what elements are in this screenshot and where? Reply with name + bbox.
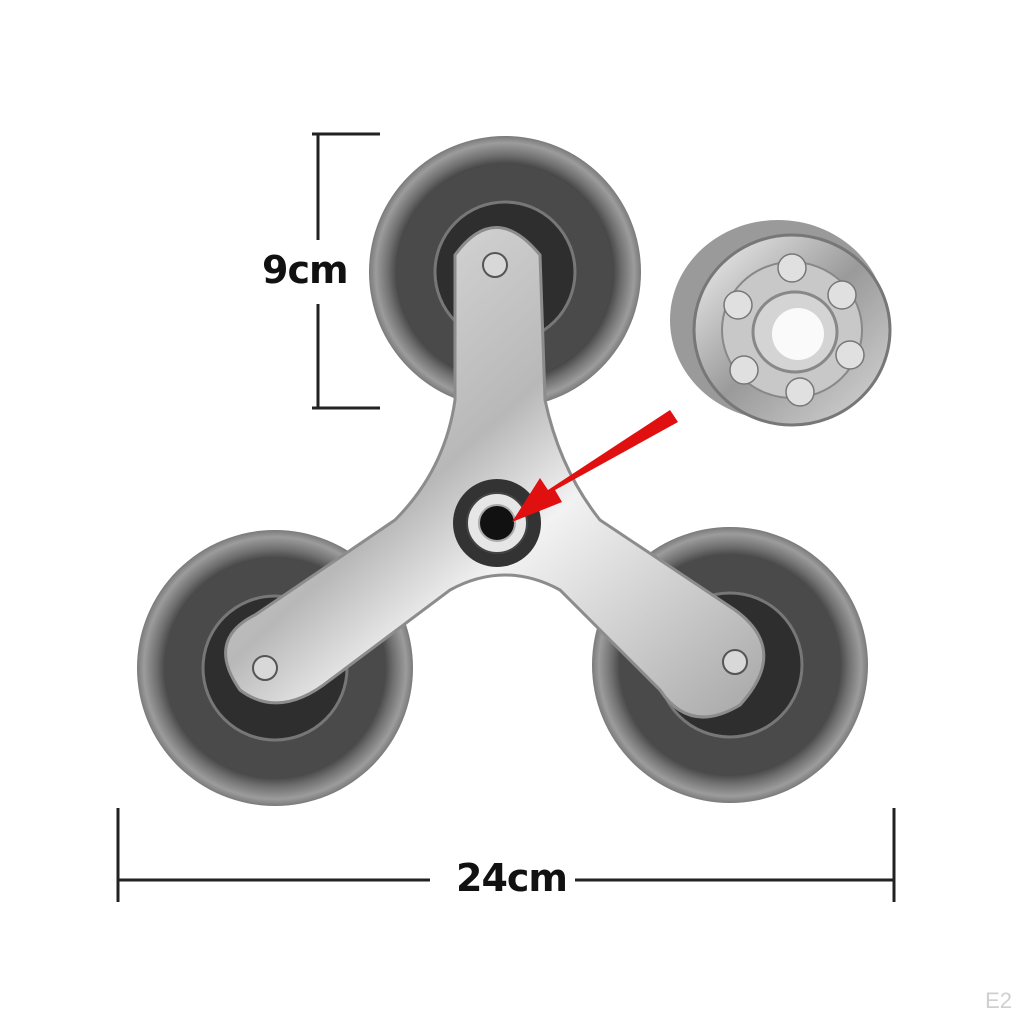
center-bearing: [453, 479, 541, 567]
inset-ball-bearing: [670, 220, 892, 427]
metal-frame: [224, 226, 766, 719]
height-dimension-line: [312, 132, 380, 410]
wheel-bolts: [252, 252, 748, 681]
pointer-arrow: [512, 410, 678, 522]
width-dimension-label: 24cm: [448, 856, 576, 900]
width-dimension-line: [116, 808, 896, 902]
height-dimension-label: 9cm: [262, 248, 349, 292]
watermark: E2: [985, 988, 1012, 1013]
